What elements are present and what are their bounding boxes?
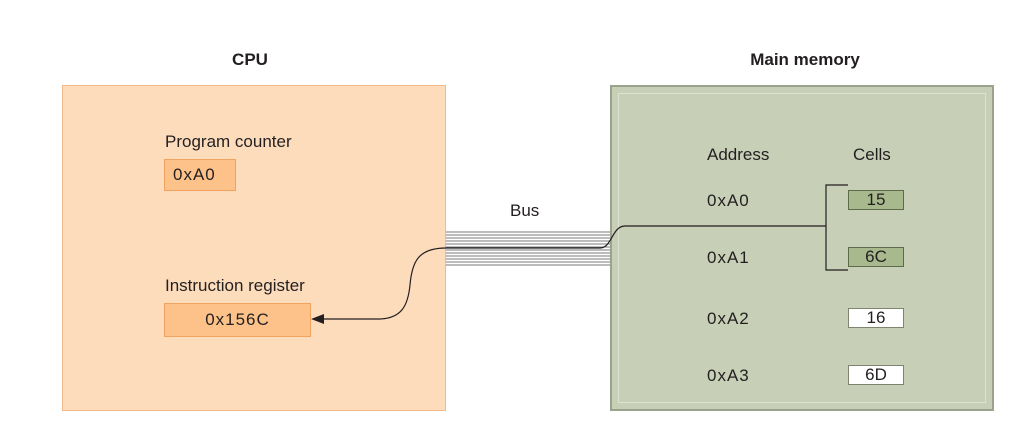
memory-address-1: 0xA1 bbox=[707, 248, 750, 267]
instruction-register-label: Instruction register bbox=[165, 276, 305, 295]
arrowhead-icon bbox=[311, 314, 324, 324]
memory-cell-2: 16 bbox=[848, 308, 904, 328]
bus-label: Bus bbox=[510, 201, 540, 220]
cells-column-header: Cells bbox=[853, 145, 891, 164]
bus-wires bbox=[446, 231, 610, 266]
memory-address-0: 0xA0 bbox=[707, 191, 750, 210]
cpu-title: CPU bbox=[232, 50, 268, 69]
cells-bracket bbox=[825, 184, 848, 271]
address-column-header: Address bbox=[707, 145, 770, 164]
cpu-box bbox=[62, 85, 446, 411]
instruction-register-value: 0x156C bbox=[164, 303, 311, 337]
program-counter-label: Program counter bbox=[165, 132, 292, 151]
memory-cell-0: 15 bbox=[848, 190, 904, 210]
memory-cell-1: 6C bbox=[848, 247, 904, 267]
memory-cell-3: 6D bbox=[848, 365, 904, 385]
main-memory-box bbox=[610, 85, 994, 411]
program-counter-value: 0xA0 bbox=[164, 159, 236, 191]
main-memory-inner-frame bbox=[618, 93, 986, 403]
fetch-path-cpu-side bbox=[320, 247, 447, 320]
memory-address-3: 0xA3 bbox=[707, 366, 750, 385]
fetch-path-memory-side bbox=[446, 225, 826, 249]
memory-address-2: 0xA2 bbox=[707, 309, 750, 328]
main-memory-title: Main memory bbox=[750, 50, 860, 69]
